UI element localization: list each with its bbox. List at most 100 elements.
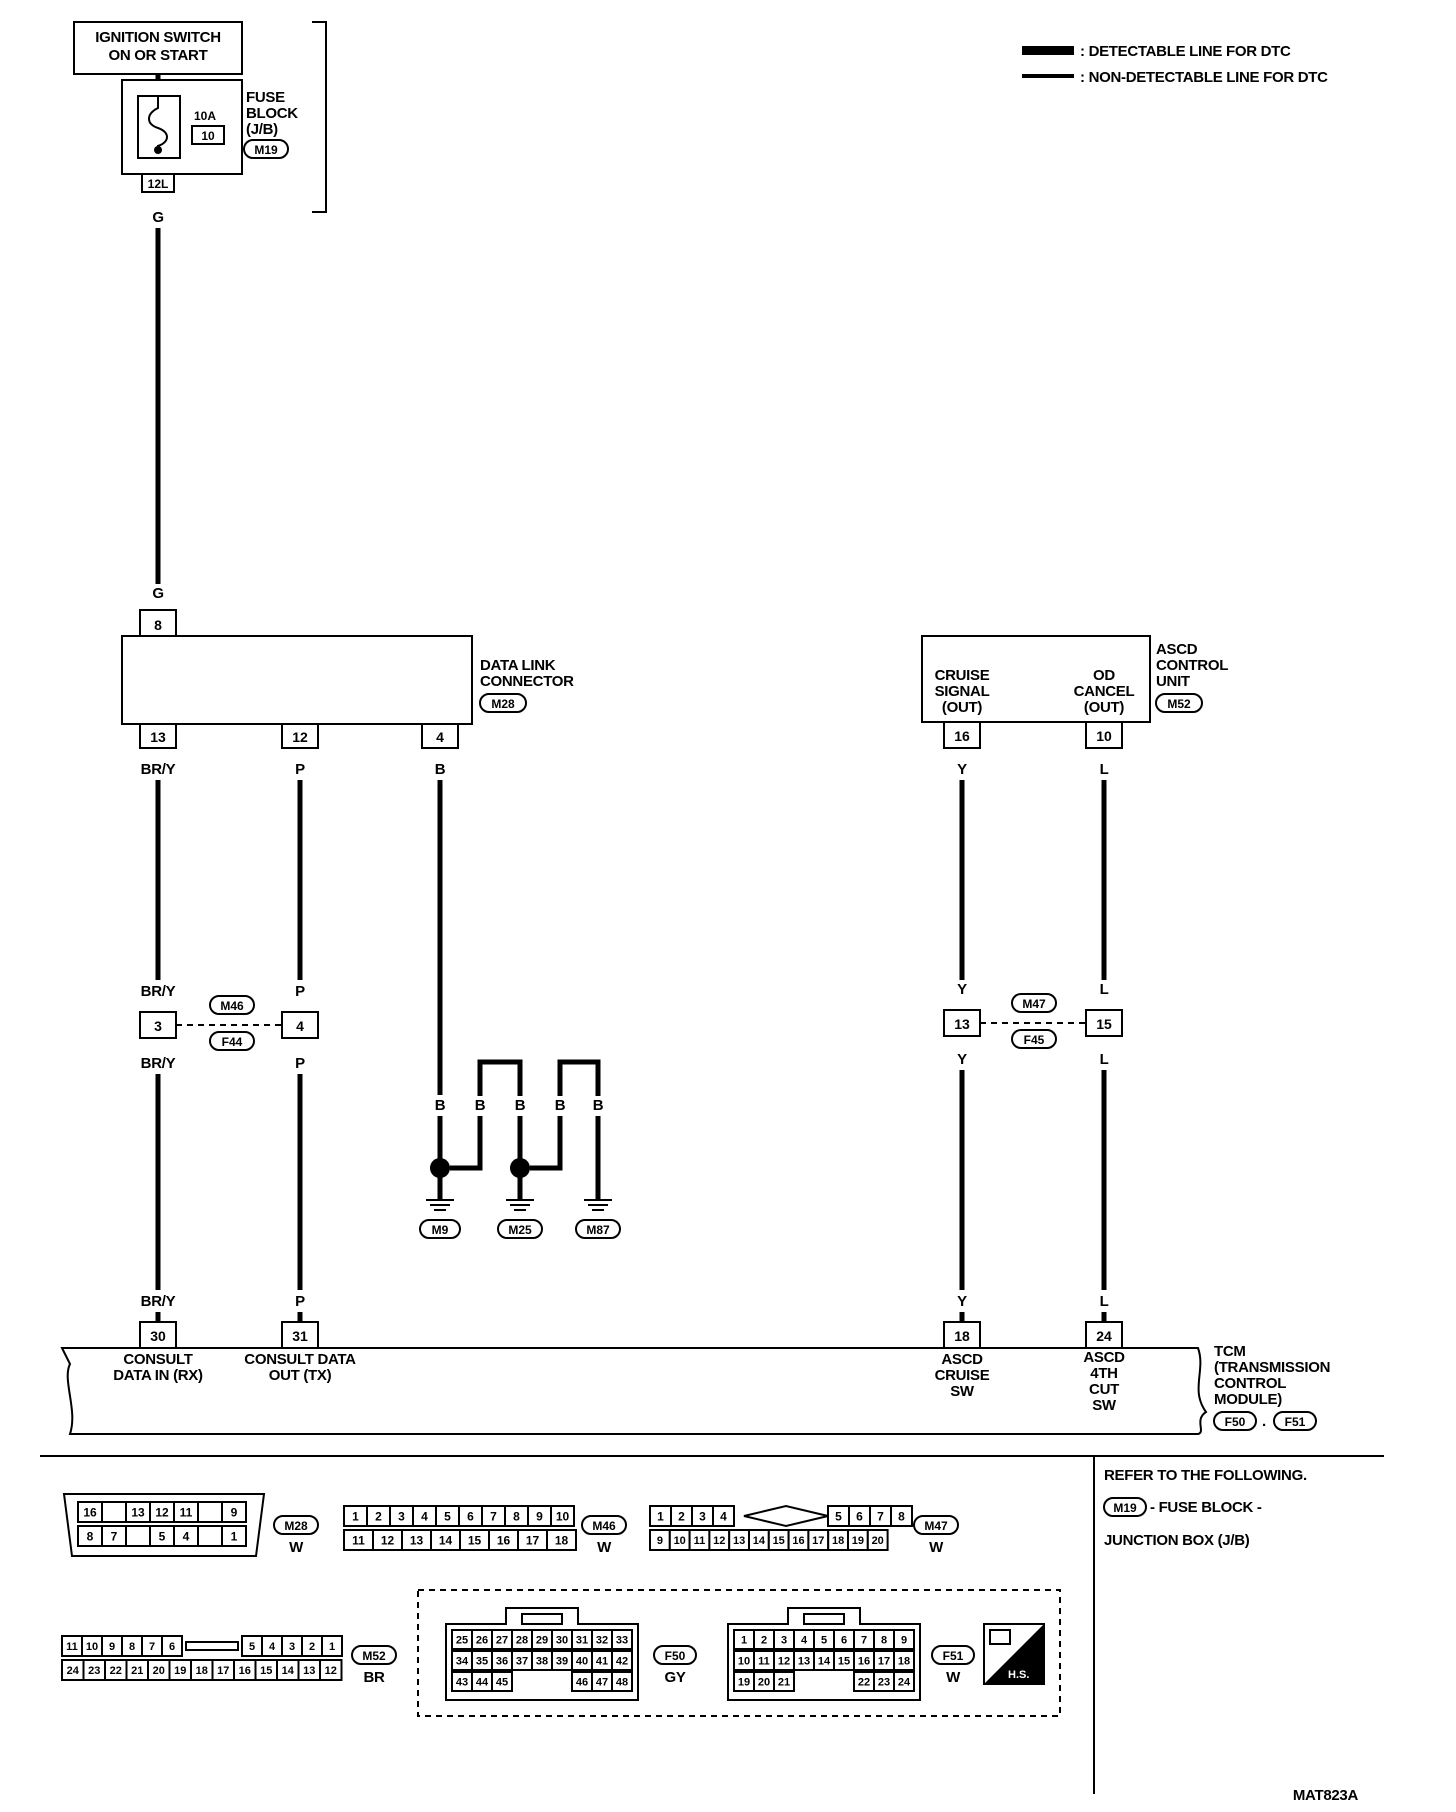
m46-pin-5: 5 <box>444 1510 451 1524</box>
svg-text:OD: OD <box>1093 667 1115 684</box>
f51-pin-16: 16 <box>858 1655 870 1667</box>
f51-cell <box>893 1671 915 1692</box>
tcm-label-4: MODULE) <box>1214 1391 1282 1408</box>
svg-text:ASCD: ASCD <box>1083 1349 1125 1366</box>
m47-pin-7: 7 <box>877 1510 884 1524</box>
m47-pin-9: 9 <box>657 1535 663 1547</box>
wire-bry-label: BR/Y <box>141 761 176 778</box>
refer-label-2: JUNCTION BOX (J/B) <box>1104 1532 1250 1549</box>
m47-pin-18: 18 <box>832 1535 844 1547</box>
joint-pin-15: 15 <box>1096 1016 1112 1032</box>
hs-label: H.S. <box>1008 1669 1029 1681</box>
wire-color-g-bottom: G <box>152 585 163 602</box>
f51-pin-23: 23 <box>878 1676 890 1688</box>
m46-pin-6: 6 <box>467 1510 474 1524</box>
svg-text:CANCEL: CANCEL <box>1074 683 1135 700</box>
f50-pin-43: 43 <box>456 1676 468 1688</box>
fuse-amperage: 10A <box>194 109 216 123</box>
m52-pin-8: 8 <box>129 1641 135 1653</box>
legend-detectable: : DETECTABLE LINE FOR DTC <box>1080 43 1291 60</box>
dlc-box <box>121 635 473 725</box>
svg-text:BR/Y: BR/Y <box>141 1055 176 1072</box>
f50-pin-42: 42 <box>616 1655 628 1667</box>
f51-pin-3: 3 <box>781 1634 787 1646</box>
f50-pin-48: 48 <box>616 1676 628 1688</box>
tcm-connector-f50: F50 <box>1225 1415 1246 1429</box>
f50-pin-31: 31 <box>576 1634 588 1646</box>
m28-cell <box>197 1501 223 1523</box>
svg-text:BR/Y: BR/Y <box>141 1293 176 1310</box>
tcm-pin-24: 24 <box>1096 1328 1112 1344</box>
m47-key <box>743 1504 829 1528</box>
tcm-label-1: TCM <box>1214 1343 1246 1360</box>
svg-text:CONSULT DATA: CONSULT DATA <box>244 1351 356 1368</box>
m46-pin-18: 18 <box>555 1534 569 1548</box>
m47-cell <box>712 1505 735 1527</box>
ascd-pin-16: 16 <box>954 728 970 744</box>
fuse-block-label-2: BLOCK <box>246 105 298 122</box>
m28-cell <box>221 1525 247 1547</box>
m28-cell <box>221 1501 247 1523</box>
f50-cell <box>611 1650 633 1671</box>
f51-pin-24: 24 <box>898 1676 911 1688</box>
svg-text:4TH: 4TH <box>1090 1365 1117 1382</box>
m46-pin-17: 17 <box>526 1534 540 1548</box>
m46-pin-9: 9 <box>536 1510 543 1524</box>
m52-cell <box>161 1635 183 1657</box>
tcm-pin-18: 18 <box>954 1328 970 1344</box>
f51-pin-6: 6 <box>841 1634 847 1646</box>
tcm: BR/Y P Y L 30 31 18 24 CONSULT DATA IN (… <box>60 1293 1330 1435</box>
f50-pin-46: 46 <box>576 1676 588 1688</box>
m52-pin-19: 19 <box>174 1665 186 1677</box>
f50-pin-25: 25 <box>456 1634 468 1646</box>
m52-pin-1: 1 <box>329 1641 335 1653</box>
svg-text:.: . <box>1262 1413 1266 1430</box>
f50-pin-40: 40 <box>576 1655 588 1667</box>
m28-pin-13: 13 <box>131 1506 145 1520</box>
m28-pin-1: 1 <box>231 1530 238 1544</box>
svg-text:CRUISE: CRUISE <box>935 667 990 684</box>
joint-pin-13: 13 <box>954 1016 970 1032</box>
f50-pin-34: 34 <box>456 1655 469 1667</box>
joint-pin-4: 4 <box>296 1018 304 1034</box>
fuse-number: 10 <box>201 129 215 143</box>
ground-symbol-m25: M25 <box>497 1199 543 1239</box>
svg-text:B: B <box>515 1097 526 1114</box>
m52-pin-13: 13 <box>303 1665 315 1677</box>
m28-color: W <box>289 1539 304 1556</box>
m47-pin-10: 10 <box>674 1535 686 1547</box>
f50-pin-35: 35 <box>476 1655 488 1667</box>
refer-connector-id: M19 <box>1113 1501 1137 1515</box>
wire-b-label: B <box>435 761 446 778</box>
m28-cell <box>125 1525 151 1547</box>
dlc-pin-12: 12 <box>292 729 308 745</box>
svg-text:OUT (TX): OUT (TX) <box>269 1367 332 1384</box>
svg-text:ASCD: ASCD <box>941 1351 983 1368</box>
refer-title: REFER TO THE FOLLOWING. <box>1104 1467 1307 1484</box>
f50-cell <box>611 1629 633 1650</box>
m46-pin-15: 15 <box>468 1534 482 1548</box>
m47-pin-20: 20 <box>872 1535 884 1547</box>
m28-pin-11: 11 <box>180 1506 193 1520</box>
svg-text:B: B <box>475 1097 486 1114</box>
fuse-connector-id: M19 <box>254 143 278 157</box>
f51-pin-12: 12 <box>778 1655 790 1667</box>
f50-cell <box>491 1671 513 1692</box>
f51-color: W <box>946 1669 961 1686</box>
f50-color: GY <box>664 1669 685 1686</box>
f50-pin-32: 32 <box>596 1634 608 1646</box>
ground-symbol-m87: M87 <box>575 1199 621 1239</box>
f50-pin-27: 27 <box>496 1634 508 1646</box>
f50-pin-44: 44 <box>476 1676 489 1688</box>
m47-cell <box>866 1529 889 1551</box>
fuse-block-label-3: (J/B) <box>246 121 278 138</box>
connector-id-f45: F45 <box>1024 1033 1045 1047</box>
f50-cell <box>611 1671 633 1692</box>
m47-pin-14: 14 <box>753 1535 766 1547</box>
f51-cell <box>893 1650 915 1671</box>
ground-m25: M25 <box>508 1223 532 1237</box>
legend-non-detectable: : NON-DETECTABLE LINE FOR DTC <box>1080 69 1328 86</box>
m46-pin-16: 16 <box>497 1534 511 1548</box>
m47-pin-2: 2 <box>678 1510 685 1524</box>
